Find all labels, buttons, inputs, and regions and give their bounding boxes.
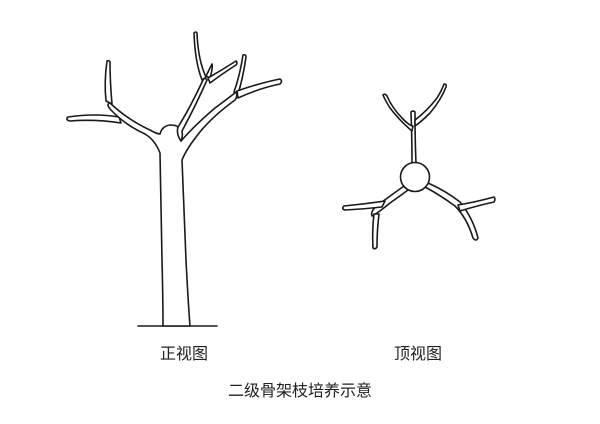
front-branch-right-twig-d — [233, 53, 247, 95]
top-trunk-cross-section — [399, 161, 431, 193]
figure-caption: 二级骨架枝培养示意 — [227, 381, 372, 400]
front-view-label: 正视图 — [160, 344, 209, 363]
top-branch-southwest — [370, 185, 409, 217]
front-branch-right-twig-c — [207, 60, 238, 84]
front-branch-right-twig-b — [205, 63, 214, 79]
top-branch-southwest-down — [371, 213, 380, 250]
front-branch-left-far — [66, 114, 122, 124]
front-branch-right-twig-a — [193, 31, 207, 81]
top-branch-north — [410, 110, 417, 164]
front-branch-right-twig-e — [236, 78, 283, 99]
top-branch-north-left — [382, 93, 414, 132]
top-branch-southwest-left — [341, 200, 386, 211]
front-leader-junction-line — [176, 126, 182, 142]
front-trunk-outline — [107, 77, 238, 327]
top-view-label: 顶视图 — [394, 344, 443, 363]
top-branch-southeast — [424, 182, 479, 241]
front-branch-left-upright — [104, 59, 113, 105]
top-branch-southeast-right — [457, 196, 496, 212]
front-view-tree — [66, 31, 283, 327]
top-view-tree — [341, 83, 496, 250]
top-branch-north-right — [414, 83, 448, 127]
